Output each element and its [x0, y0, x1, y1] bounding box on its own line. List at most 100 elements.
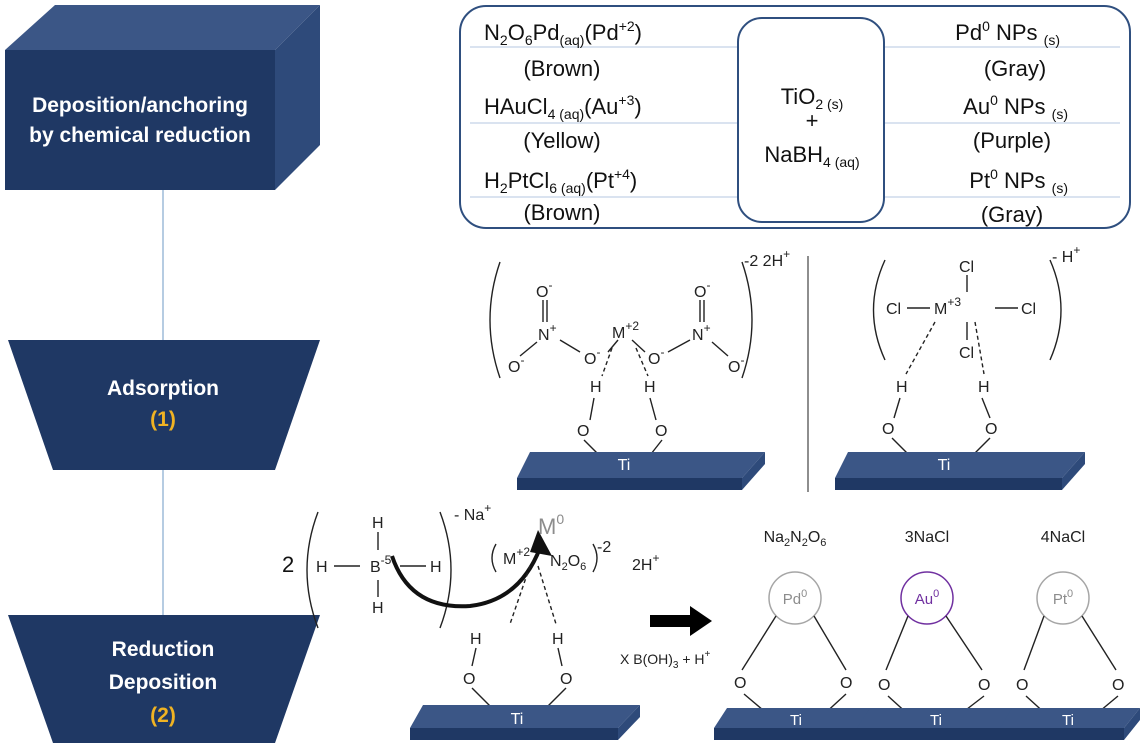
- bracket-left-cl: [872, 259, 886, 361]
- au-o-left: O: [878, 677, 890, 694]
- atom-o-mid-1: O-: [584, 345, 600, 368]
- pd-nanoparticle: [768, 571, 822, 625]
- atom-cl-left: Cl: [886, 301, 901, 318]
- atom-o-surf-right: O: [655, 423, 667, 440]
- slab-front: [517, 478, 742, 490]
- product-au-nps: Au0 NPs (s): [963, 92, 1068, 122]
- product-pt: 4NaCl Pt0 O O Ti: [1000, 529, 1140, 740]
- hbond-cl-left: [905, 321, 936, 375]
- au-o-right: O: [978, 677, 990, 694]
- pd-o-right: O: [840, 675, 852, 692]
- complex-metal: M+2: [503, 545, 530, 568]
- arrow-head: [690, 606, 712, 636]
- hbond-red-left: [509, 565, 531, 625]
- bracket-right-mn: [592, 543, 598, 573]
- bond-h-o-left: [589, 397, 595, 421]
- salt-label-au: 3NaCl: [905, 529, 949, 546]
- atom-h-red-left: H: [470, 631, 482, 648]
- precursor-box: N2O6Pd(aq)(Pd+2) (Brown) HAuCl4 (aq)(Au+…: [459, 5, 1131, 229]
- complex-protons: 2H+: [632, 551, 659, 574]
- chloro-charge: - H+: [1052, 243, 1080, 266]
- step-adsorption-label: Adsorption: [107, 377, 219, 400]
- hbond-right: [635, 347, 649, 377]
- pd-bond-right: [813, 615, 847, 671]
- pt-nanoparticle: [1036, 571, 1090, 625]
- step-adsorption-number: (1): [150, 408, 176, 431]
- atom-h-right: H: [644, 379, 656, 396]
- atom-cl-right: Cl: [1021, 301, 1036, 318]
- precursor-pd: N2O6Pd(aq)(Pd+2): [484, 18, 642, 48]
- atom-o-surf-left: O: [577, 423, 589, 440]
- curved-arrow-head: [530, 530, 552, 556]
- salt-label-pt: 4NaCl: [1041, 529, 1085, 546]
- slab-top: [1000, 708, 1140, 728]
- step-deposition-label: Deposition: [109, 671, 218, 694]
- atom-o-mid-2: O-: [648, 345, 664, 368]
- bond-h-o-right: [649, 397, 657, 421]
- metal-m2: M+2: [612, 319, 639, 342]
- deposition-box: Deposition/anchoring by chemical reducti…: [5, 5, 320, 190]
- product-pt-color: (Gray): [981, 202, 1043, 227]
- reduction-step: Reduction Deposition (2): [8, 615, 320, 743]
- reagent-nabh4: NaBH4 (aq): [764, 142, 859, 170]
- precursor-au-color: (Yellow): [523, 128, 600, 153]
- box-side-face: [275, 5, 320, 190]
- product-pd: Na2N2O6 Pd0 O O Ti: [714, 529, 880, 740]
- atom-o-red-left: O: [463, 671, 475, 688]
- atom-h-red-right: H: [552, 631, 564, 648]
- atom-o-top-1: O-: [536, 278, 552, 301]
- pt-bond-left: [1023, 615, 1045, 671]
- borohydride-coefficient: 2: [282, 552, 294, 577]
- product-pd-color: (Gray): [984, 56, 1046, 81]
- atom-o-cl-left: O: [882, 421, 894, 438]
- pt-nanoparticle-label: Pt0: [1053, 588, 1073, 608]
- flow-column: Deposition/anchoring by chemical reducti…: [5, 5, 320, 743]
- precursor-au: HAuCl4 (aq)(Au+3): [484, 92, 642, 122]
- au-bond-left: [885, 615, 909, 671]
- atom-n-2: N+: [692, 321, 711, 344]
- slab-side: [742, 452, 765, 490]
- bracket-right: [741, 261, 753, 379]
- reduced-metal-m0: M0: [538, 511, 564, 539]
- ti-slab-1: Ti: [517, 452, 765, 490]
- precursor-pd-color: (Brown): [523, 56, 600, 81]
- product-au: 3NaCl Au0 O O Ti: [857, 529, 1022, 740]
- au-bond-right: [945, 615, 983, 671]
- slab-top: [517, 452, 765, 478]
- bond-h-o-red-right: [557, 647, 563, 667]
- slab-side: [1062, 452, 1085, 490]
- atom-o-red-right: O: [560, 671, 572, 688]
- pt-bond-right: [1081, 615, 1117, 671]
- atom-boron: B-5: [370, 553, 392, 576]
- slab-side: [1124, 708, 1140, 740]
- pd-o-left: O: [734, 675, 746, 692]
- slab-front: [714, 728, 862, 740]
- step-reduction-label: Reduction: [112, 638, 215, 661]
- bond-o-m-left: [607, 339, 619, 353]
- complex-nitrate: N2O6: [550, 553, 586, 573]
- product-pt-nps: Pt0 NPs (s): [969, 166, 1068, 196]
- step-reduction-number: (2): [150, 704, 176, 727]
- slab-front: [1000, 728, 1124, 740]
- atom-h-cl-left: H: [896, 379, 908, 396]
- slab-top: [714, 708, 880, 728]
- metal-nitrate-labels: M+2 N2O6 -2 2H+ H H O O: [463, 539, 659, 688]
- reagent-plus: +: [806, 108, 819, 133]
- bond-m-o-right: [631, 339, 646, 353]
- slab-front: [835, 478, 1062, 490]
- pt-o-left: O: [1016, 677, 1028, 694]
- bond-n2-o-right: [711, 341, 729, 357]
- bracket-left-bh4: [306, 511, 319, 629]
- ti-label-2: Ti: [938, 457, 951, 474]
- atom-o-cl-right: O: [985, 421, 997, 438]
- ti-label-3: Ti: [511, 711, 524, 728]
- forward-arrow: [650, 606, 712, 636]
- step-top-line-1: Deposition/anchoring: [32, 94, 248, 117]
- adsorption-step: Adsorption (1): [8, 340, 320, 470]
- step-top-line-2: by chemical reduction: [29, 124, 251, 147]
- box-front-face: [5, 50, 275, 190]
- salt-label-pd: Na2N2O6: [764, 529, 827, 549]
- nitrate-complex: [489, 261, 753, 469]
